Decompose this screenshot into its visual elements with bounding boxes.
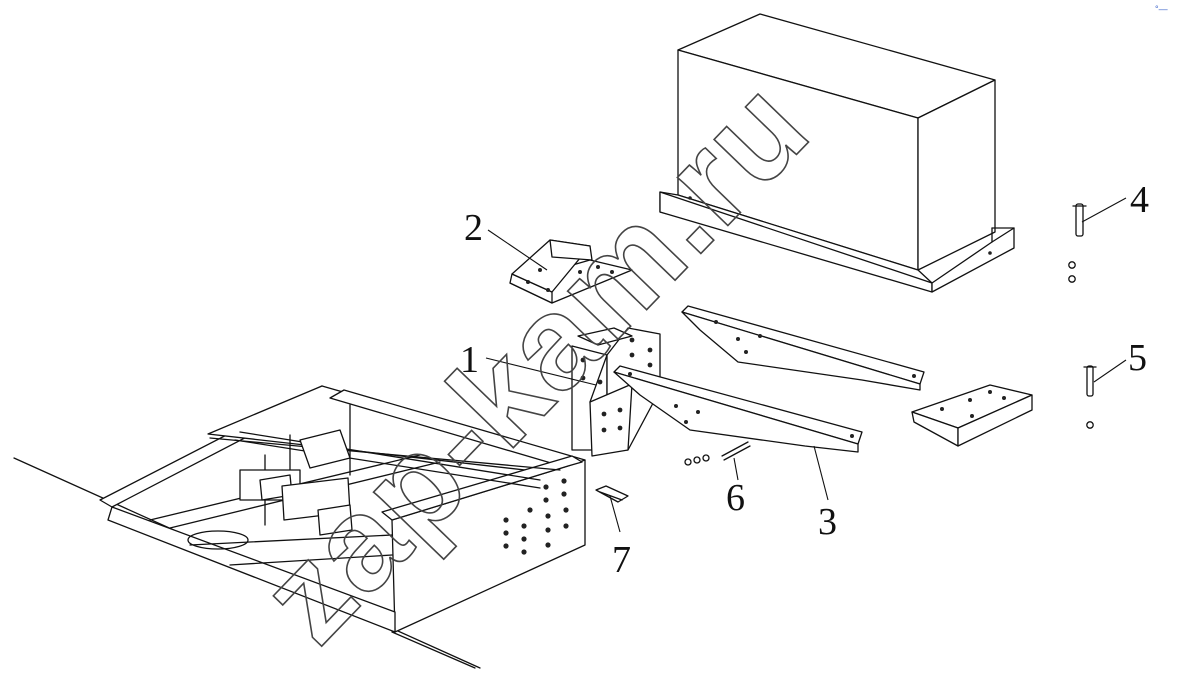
- part-5-pin: [1083, 365, 1097, 429]
- part-6-bolt: [684, 441, 751, 466]
- part-3-support-arms: [613, 305, 925, 453]
- battery-box: [659, 13, 1015, 293]
- callout-2: 2: [464, 207, 483, 249]
- chassis-frame: [13, 385, 586, 669]
- leader-lines: [485, 197, 1127, 533]
- callout-6: 6: [726, 477, 745, 519]
- part-1-bracket: [571, 327, 661, 457]
- corner-mark: °—: [1155, 4, 1168, 14]
- callout-3: 3: [818, 501, 837, 543]
- end-plate-holes: [503, 478, 569, 555]
- part-2-bracket-plate: [509, 239, 633, 304]
- callout-5: 5: [1128, 337, 1147, 379]
- part-5-right-plate: [911, 384, 1033, 447]
- part-4-pin: [1068, 203, 1087, 283]
- callout-4: 4: [1130, 179, 1149, 221]
- callout-1: 1: [460, 339, 479, 381]
- callout-7: 7: [612, 539, 631, 581]
- part-7-bolt: [595, 485, 629, 503]
- callout-labels: 1 2 3 4 5 6 7: [460, 179, 1149, 581]
